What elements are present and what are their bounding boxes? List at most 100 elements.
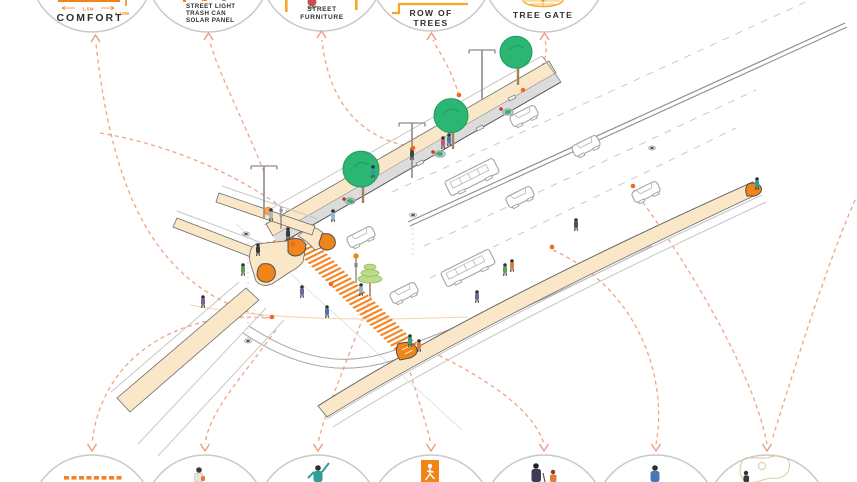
callout-elderly	[491, 443, 597, 482]
leader-anchor-dot	[269, 314, 275, 320]
car	[570, 133, 603, 160]
callout-walker	[152, 443, 258, 482]
callout-label: COMFORT	[56, 12, 123, 24]
street-light-crossarm-icon	[398, 122, 426, 127]
leader-arc-right-edge	[771, 199, 856, 441]
pedestrian-blue-icon	[650, 465, 660, 482]
trash-can-icon	[499, 107, 503, 111]
car	[504, 184, 537, 211]
callout-waver	[265, 443, 371, 482]
leader-street-furniture	[321, 39, 413, 148]
callout-label: TRASH CAN	[186, 10, 226, 17]
tree-gate-ring-icon	[344, 197, 356, 205]
bench-cross-section-icon: 1.5M 0.15M	[58, 0, 129, 16]
leader-anchor-dot	[456, 92, 462, 98]
leader-anchor-dot	[520, 87, 526, 93]
leader-lines	[91, 39, 856, 445]
dim-width: 1.5M	[82, 7, 93, 12]
pedestrian	[417, 339, 422, 353]
bus	[443, 157, 502, 199]
leader-anchor-dot	[328, 281, 334, 287]
median-line	[407, 22, 846, 223]
bottom-callouts	[39, 443, 820, 482]
callout-label: FURNITURE	[300, 14, 344, 21]
leader-anchor-dot	[290, 241, 296, 247]
callout-street-furniture: STREET FURNITURE	[267, 0, 377, 39]
tree-gate-ring-icon	[502, 108, 514, 116]
leader-bottom-4	[405, 357, 432, 445]
pedestrian-walking-icon	[194, 467, 205, 482]
dashed-paving-stripes-icon	[64, 476, 122, 480]
pedestrian	[359, 283, 364, 297]
callout-label: STREET LIGHT	[186, 3, 236, 10]
tree-grate-ellipse-icon	[522, 0, 564, 8]
manhole-ring	[648, 145, 656, 151]
pedestrian	[325, 305, 330, 319]
leader-anchor-dot	[549, 244, 555, 250]
scene-items	[201, 35, 760, 353]
leader-bottom-5	[431, 351, 545, 445]
leader-street-light	[209, 41, 265, 173]
callout-comfort: 1.5M 0.15M COMFORT	[36, 0, 148, 43]
pedestrian	[269, 208, 274, 222]
tree-gate-icon	[346, 199, 354, 203]
callout-ped-sign	[378, 443, 484, 482]
leader-comfort	[95, 43, 271, 319]
callout-label: ROW OF	[409, 8, 452, 18]
tree-canopy-sketch	[508, 45, 525, 51]
callout-label: STREET	[307, 6, 337, 13]
callout-site-map	[714, 443, 820, 482]
bench-icon	[415, 159, 425, 167]
pedestrian	[300, 285, 305, 299]
street-scene	[110, 0, 848, 457]
manhole-ring	[409, 212, 417, 218]
callout-street-light: STREET LIGHT TRASH CAN SOLAR PANEL	[152, 0, 264, 41]
car	[345, 224, 378, 251]
pedestrian	[475, 290, 480, 304]
leader-arc-upper-left	[99, 132, 309, 229]
curb-profile-icon	[392, 2, 468, 15]
manhole-ring	[244, 338, 252, 344]
pedestrian	[371, 165, 376, 179]
tree-canopy	[433, 98, 469, 134]
dim-height: 0.15M	[115, 11, 129, 16]
strip-end-cut	[541, 55, 562, 83]
callout-label: TREES	[413, 18, 448, 28]
lane-line	[391, 0, 812, 193]
median-tree	[357, 263, 383, 296]
pedestrian	[408, 334, 413, 348]
pedestrian	[574, 218, 579, 232]
leader-anchor-dot	[630, 183, 636, 189]
tree-gate-icon	[504, 110, 512, 114]
median-line	[409, 26, 848, 227]
street-light-crossarm-icon	[468, 49, 496, 54]
pedestrian	[241, 263, 246, 277]
top-callouts: 1.5M 0.15M COMFORT STREET LIGHT TRASH CA…	[36, 0, 600, 43]
leader-row-of-trees	[432, 39, 460, 97]
pedestrian	[503, 263, 508, 277]
trash-can-icon	[342, 197, 346, 201]
elderly-with-cane-and-child-icon	[531, 463, 557, 482]
manhole	[411, 213, 415, 217]
site-map-outline-icon	[739, 455, 791, 482]
street-light-trash-solar-icon	[183, 0, 226, 2]
person-waving-icon	[307, 462, 330, 482]
pedestrian	[256, 243, 261, 257]
cross-road-edge	[137, 307, 267, 445]
pedestrian	[331, 209, 336, 223]
crosswalk-main	[294, 241, 418, 353]
manhole	[246, 339, 250, 343]
tree-canopy	[499, 35, 533, 69]
tree-canopy-sketch	[443, 108, 460, 114]
callout-paving	[39, 443, 145, 482]
pedestrian-crossing-sign-icon	[421, 460, 439, 482]
manhole	[244, 232, 248, 236]
bus	[439, 248, 498, 290]
pedestrian	[201, 295, 206, 309]
bench-icon	[475, 124, 485, 132]
callout-ped-blue	[603, 443, 709, 482]
leader-anchor-dot	[410, 145, 416, 151]
south-sidewalk	[317, 181, 767, 428]
manhole-ring	[242, 231, 250, 237]
